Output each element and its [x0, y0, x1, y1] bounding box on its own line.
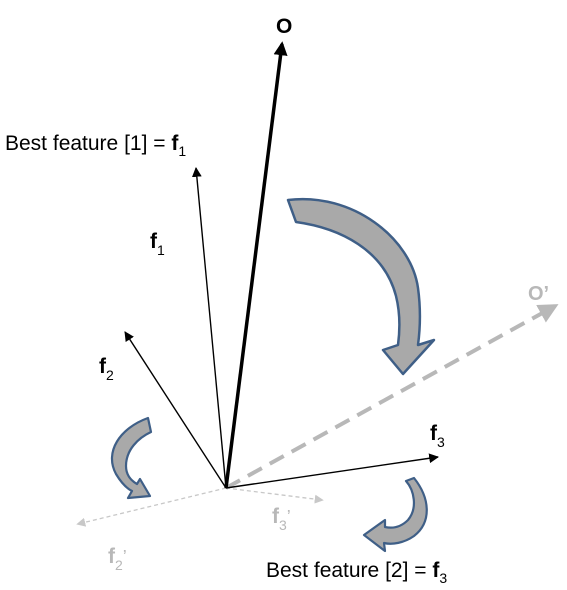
f3-prime-label-main: f [272, 505, 280, 528]
o-label: O [276, 15, 292, 38]
f3-label: f3 [430, 422, 445, 450]
rotation-arrow-large [286, 197, 436, 376]
f2-label-main: f [99, 355, 107, 378]
f2-label-sub: 2 [106, 367, 114, 383]
best-feature-2-subscript: 3 [439, 570, 447, 586]
f1-label: f1 [150, 230, 165, 258]
f1-vector [191, 167, 227, 489]
f3-prime-label-prime: ’ [287, 507, 291, 527]
f1-label-main: f [150, 230, 158, 253]
f2-prime-label-sub: 2 [115, 557, 123, 573]
o-prime-label: O’ [528, 283, 549, 305]
o-prime-vector [225, 304, 559, 490]
rotation-arrow-right [362, 476, 428, 553]
f3-label-sub: 3 [437, 434, 445, 450]
best-feature-1-annotation: Best feature [1] = f1 [5, 132, 186, 159]
f3-vector [225, 453, 439, 489]
f1-label-sub: 1 [157, 242, 165, 258]
f2-prime-vector [76, 487, 227, 527]
f3-prime-label: f3’ [272, 505, 291, 533]
best-feature-1-subscript: 1 [178, 143, 186, 159]
o-vector [224, 41, 288, 489]
f2-prime-label: f2’ [108, 545, 127, 573]
f3-prime-vector [225, 487, 324, 504]
best-feature-2-symbol: f [432, 559, 440, 582]
f2-prime-label-main: f [108, 545, 116, 568]
rotation-arrow-left [110, 416, 153, 500]
best-feature-2-annotation: Best feature [2] = f3 [266, 559, 447, 586]
best-feature-2-prefix: Best feature [2] = [266, 559, 432, 582]
f2-prime-label-prime: ’ [123, 547, 127, 567]
f2-label: f2 [99, 355, 114, 383]
f3-prime-label-sub: 3 [279, 517, 287, 533]
best-feature-1-prefix: Best feature [1] = [5, 132, 171, 155]
f2-vector [124, 331, 227, 489]
best-feature-1-symbol: f [171, 132, 179, 155]
f3-label-main: f [430, 422, 438, 445]
